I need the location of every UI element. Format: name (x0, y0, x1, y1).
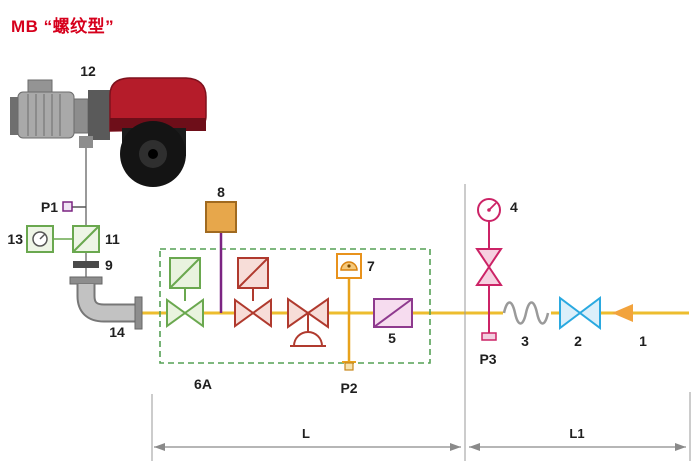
arrow-right-icon (675, 443, 686, 451)
valve-diagonal-icon (237, 257, 269, 289)
label-dim-l: L (302, 426, 310, 441)
arrow-right-icon (450, 443, 461, 451)
label-p3: P3 (479, 351, 496, 367)
control-box-8 (205, 201, 237, 313)
flow-arrow-icon (612, 304, 633, 322)
filter-box-11 (72, 225, 100, 253)
label-dim-l1: L1 (569, 426, 584, 441)
label-p2: P2 (340, 380, 357, 396)
label-11: 11 (105, 231, 120, 247)
diaphragm-icon (292, 331, 324, 347)
label-8: 8 (217, 184, 225, 200)
burner-image (10, 77, 207, 187)
valve-bowtie-icon (166, 298, 187, 328)
tap-p3 (481, 332, 497, 341)
label-12: 12 (80, 63, 96, 79)
valve-5 (373, 298, 413, 328)
pressure-switch-7 (336, 253, 362, 362)
label-3: 3 (521, 333, 529, 349)
valve-diagonal-icon (169, 257, 201, 289)
solenoid-valve-red (234, 257, 272, 328)
solenoid-valve-green (166, 257, 204, 328)
label-p1: P1 (41, 199, 58, 215)
label-7: 7 (367, 258, 375, 274)
dimension-l (151, 394, 461, 461)
shutoff-valve-pink (475, 248, 503, 333)
label-4: 4 (510, 199, 518, 215)
valve-bowtie-icon (559, 296, 582, 330)
gauge-box-13 (26, 225, 73, 253)
butterfly-valve-2 (559, 296, 601, 330)
tap-p2 (342, 361, 356, 371)
pressure-regulator (287, 297, 329, 347)
label-1: 1 (639, 333, 647, 349)
page-title: MB “螺纹型” (11, 17, 115, 36)
label-2: 2 (574, 333, 582, 349)
arrow-left-icon (154, 443, 165, 451)
filter-diagonal-icon (72, 225, 100, 253)
label-14: 14 (109, 324, 125, 340)
arrow-left-icon (469, 443, 480, 451)
label-6a: 6A (194, 376, 212, 392)
dimension-l1 (469, 392, 691, 461)
valve-bowtie-icon (475, 248, 503, 269)
multibloc-dashed-box (159, 248, 431, 364)
flange-9 (73, 261, 99, 268)
regulator-bowtie-icon (287, 297, 310, 329)
label-9: 9 (105, 257, 113, 273)
label-13: 13 (7, 231, 23, 247)
flex-hose-3 (502, 301, 551, 325)
flow-arrow-1 (612, 304, 633, 322)
valve-diagonal-icon (373, 298, 413, 328)
valve-bowtie-icon (234, 298, 255, 328)
label-5: 5 (388, 330, 396, 346)
gauge-4 (477, 198, 501, 249)
tap-p1 (62, 201, 86, 212)
elbow-14 (69, 276, 143, 330)
